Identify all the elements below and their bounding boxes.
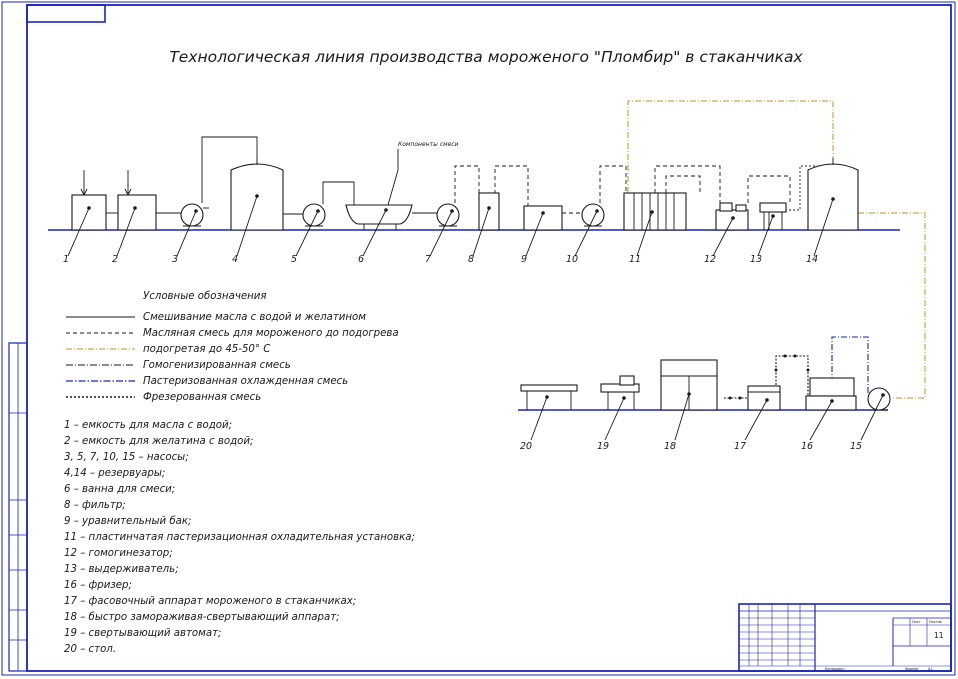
- label-13: 13: [750, 254, 762, 265]
- equipment-16-freezer: [805, 377, 857, 411]
- equipment-9-balance-tank: [523, 205, 563, 231]
- label-11: 11: [629, 254, 641, 265]
- equipment-12-homogenizer: [715, 202, 749, 231]
- part-6: 8 – фильтр;: [64, 500, 126, 511]
- legend-heading: Условные обозначения: [143, 290, 267, 302]
- label-20: 20: [520, 441, 532, 452]
- label-18: 18: [664, 441, 676, 452]
- label-9: 9: [521, 254, 527, 265]
- label-15: 15: [850, 441, 862, 452]
- legend-item-3: подогретая до 45-50° С: [143, 344, 271, 355]
- part-3: 3, 5, 7, 10, 15 – насосы;: [64, 452, 189, 463]
- equipment-13-holding-unit: [759, 202, 787, 230]
- stamp-sheet-label: Лист: [912, 620, 921, 624]
- top-row-labels: 1 2 3 4 5 6 7 8 9 10 11 12 13 14: [63, 254, 818, 265]
- part-7: 9 – уравнительный бак;: [64, 515, 191, 527]
- legend-item-6: Фрезерованная смесь: [143, 392, 261, 403]
- part-12: 17 – фасовочный аппарат мороженого в ста…: [64, 596, 356, 607]
- label-19: 19: [597, 441, 609, 452]
- label-4: 4: [232, 254, 238, 265]
- part-10: 13 – выдерживатель;: [64, 564, 179, 575]
- label-5: 5: [291, 254, 297, 265]
- equipment-8-filter: [478, 192, 500, 231]
- bottom-row-labels: 20 19 18 17 16 15: [520, 441, 862, 452]
- equipment-20-table: [520, 384, 578, 410]
- equipment-15-pump: [867, 387, 891, 411]
- parts-list: 1 – емкость для масла с водой; 2 – емкос…: [64, 420, 415, 655]
- part-1: 1 – емкость для масла с водой;: [64, 420, 232, 431]
- legend-item-4: Гомогенизированная смесь: [143, 360, 291, 371]
- label-6: 6: [358, 254, 364, 265]
- title-block: Лист Листов 11 Копировал Формат А1: [738, 603, 952, 672]
- equipment-11-plate-pasteurizer: [623, 192, 687, 231]
- label-14: 14: [806, 254, 818, 265]
- equipment-2-gelatin-tank: [117, 194, 157, 231]
- legend: Условные обозначения Смешивание масла с …: [66, 290, 399, 403]
- equipment-17-filling-machine: [747, 385, 781, 411]
- equipment-5-pump: [302, 203, 326, 227]
- bottom-leader-lines: [530, 393, 884, 441]
- part-15: 20 – стол.: [64, 644, 116, 655]
- part-9: 12 – гомогинезатор;: [64, 548, 173, 559]
- label-3: 3: [172, 254, 178, 265]
- label-10: 10: [566, 254, 578, 265]
- part-11: 16 – фризер;: [64, 580, 132, 591]
- stamp-format-value: А1: [928, 667, 932, 671]
- part-2: 2 – емкость для желатина с водой;: [64, 436, 253, 447]
- equipment-14-reservoir: [807, 158, 859, 231]
- label-1: 1: [63, 254, 69, 265]
- label-17: 17: [734, 441, 746, 452]
- equipment-4-reservoir: [230, 158, 284, 231]
- part-14: 19 – свертывающий автомат;: [64, 628, 221, 639]
- stamp-copied-label: Копировал: [825, 667, 844, 671]
- pipelines-bottom: [724, 336, 869, 400]
- part-5: 6 – ванна для смеси;: [64, 484, 175, 495]
- label-12: 12: [704, 254, 716, 265]
- equipment-19-rolling-machine: [600, 375, 640, 410]
- legend-item-5: Пастеризованная охлажденная смесь: [143, 376, 348, 387]
- component-feed-label: Компоненты смеси: [398, 141, 459, 148]
- label-7: 7: [425, 254, 431, 265]
- equipment-3-pump: [180, 203, 209, 227]
- equipment-18-quick-freezer: [660, 359, 718, 411]
- pipelines-top: [80, 100, 926, 399]
- equipment-7-pump: [436, 203, 460, 227]
- stamp-sheet-number: 11: [934, 631, 944, 640]
- drawing-title: Технологическая линия производства морож…: [169, 48, 803, 66]
- equipment-10-pump: [581, 203, 605, 227]
- label-2: 2: [112, 254, 118, 265]
- part-8: 11 – пластинчатая пастеризационная охлад…: [64, 532, 415, 543]
- part-13: 18 – быстро замораживая-свертывающий апп…: [64, 611, 340, 623]
- label-16: 16: [801, 441, 813, 452]
- top-leader-lines: [67, 195, 834, 257]
- legend-item-1: Смешивание масла с водой и желатином: [143, 312, 366, 323]
- legend-item-2: Масляная смесь для мороженого до подогре…: [143, 328, 399, 339]
- stamp-sheets-label: Листов: [929, 620, 942, 624]
- label-8: 8: [468, 254, 474, 265]
- equipment-6-mix-bath: [345, 204, 413, 230]
- equipment-1-oil-tank: [71, 194, 107, 231]
- stamp-format-label: Формат: [905, 667, 919, 671]
- part-4: 4,14 – резервуары;: [64, 468, 165, 479]
